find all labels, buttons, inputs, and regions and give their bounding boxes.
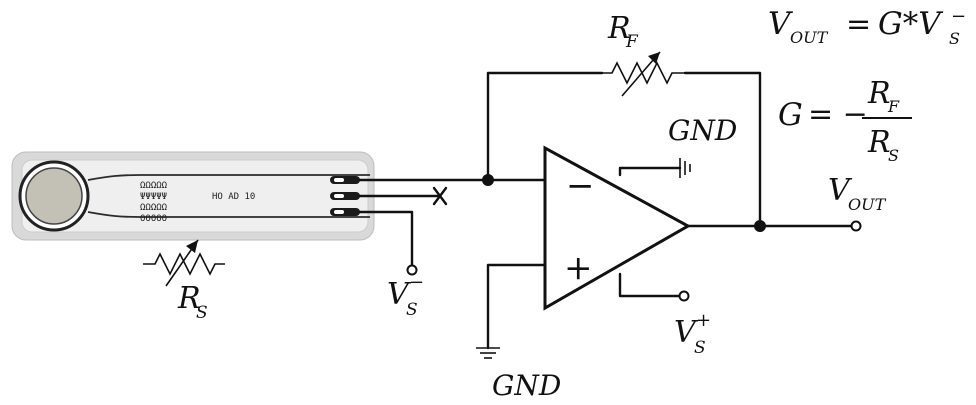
svg-text:V: V <box>828 173 853 208</box>
junction-inverting-node <box>482 174 494 186</box>
svg-text:V: V <box>768 6 794 42</box>
variable-resistor-rs <box>143 239 225 287</box>
sensor-print-row-1: ΩΩΩΩΩ <box>140 181 168 191</box>
sensor-trace-bottom <box>87 211 370 218</box>
op-amp-noninverting-sign: + <box>564 248 593 288</box>
svg-text:G: G <box>778 97 803 133</box>
svg-text:=: = <box>846 7 871 42</box>
svg-text:= −: = − <box>808 97 868 132</box>
label-vout: V OUT <box>828 173 887 214</box>
equation-vout: V OUT = G*V S − <box>768 6 966 48</box>
sensor-print-row-3: ΩΩΩΩΩ <box>140 203 168 213</box>
svg-text:R: R <box>177 281 201 316</box>
wire-sensor-to-vs-minus <box>358 210 414 267</box>
label-rf: R F <box>607 11 639 52</box>
op-amp-triangle <box>543 145 692 311</box>
svg-text:G*V: G*V <box>878 6 944 42</box>
force-sensor: ΩΩΩΩΩ ΨΨΨΨΨ ΩΩΩΩΩ ΘΘΘΘΘ HO AD 10 <box>11 151 375 241</box>
unused-pin-x-mark <box>432 186 448 206</box>
label-gnd-bottom: GND <box>492 369 561 402</box>
svg-text:V: V <box>387 277 412 312</box>
svg-text:S: S <box>949 29 960 48</box>
svg-text:S: S <box>888 146 899 165</box>
svg-text:S: S <box>196 303 208 323</box>
svg-text:F: F <box>625 32 639 52</box>
vs-minus-terminal <box>406 264 418 276</box>
sensor-print: ΩΩΩΩΩ ΨΨΨΨΨ ΩΩΩΩΩ ΘΘΘΘΘ HO AD 10 <box>140 181 255 224</box>
vout-terminal <box>850 220 862 232</box>
svg-text:R: R <box>607 11 631 46</box>
svg-text:−: − <box>409 272 424 293</box>
sensor-connector-pins <box>330 176 360 216</box>
rf-arrow-head-icon <box>648 52 660 64</box>
label-rs: R S <box>177 281 208 323</box>
svg-text:R: R <box>867 125 891 160</box>
wire-bottom-to-vs-plus <box>618 272 682 298</box>
label-vs-minus: V S − <box>387 272 424 320</box>
sensor-print-label: HO AD 10 <box>212 192 255 202</box>
bottom-ground-icon <box>476 347 500 359</box>
label-gnd-top: GND <box>668 114 737 147</box>
wire-feedback-right <box>683 71 762 228</box>
sensor-pad <box>25 167 83 225</box>
rf-zigzag <box>602 61 685 85</box>
svg-text:+: + <box>696 310 711 331</box>
junction-output-node <box>754 220 766 232</box>
op-amp-inverting-sign: − <box>566 166 595 206</box>
svg-text:R: R <box>867 76 891 111</box>
svg-text:S: S <box>406 300 418 320</box>
sensor-print-row-4: ΘΘΘΘΘ <box>140 214 167 224</box>
top-ground-icon <box>679 158 691 178</box>
variable-resistor-rf <box>602 51 685 97</box>
wire-feedback-left <box>486 71 604 182</box>
op-amp: − + <box>543 145 692 311</box>
rs-zigzag <box>143 252 225 276</box>
rs-arrow-head-icon <box>186 240 198 253</box>
label-vs-plus: V S + <box>674 310 711 358</box>
equation-gain: G = − R F R S <box>778 76 912 165</box>
wire-top-to-ground <box>618 166 682 177</box>
svg-text:F: F <box>887 97 900 116</box>
svg-text:V: V <box>674 315 699 350</box>
sensor-trace-top <box>87 174 370 181</box>
vs-plus-terminal <box>678 290 690 302</box>
svg-text:OUT: OUT <box>848 195 887 214</box>
wire-noninverting-to-ground <box>486 263 547 350</box>
svg-text:−: − <box>951 6 966 27</box>
svg-text:S: S <box>694 338 706 358</box>
sensor-print-row-2: ΨΨΨΨΨ <box>140 192 167 202</box>
svg-text:OUT: OUT <box>790 28 829 47</box>
